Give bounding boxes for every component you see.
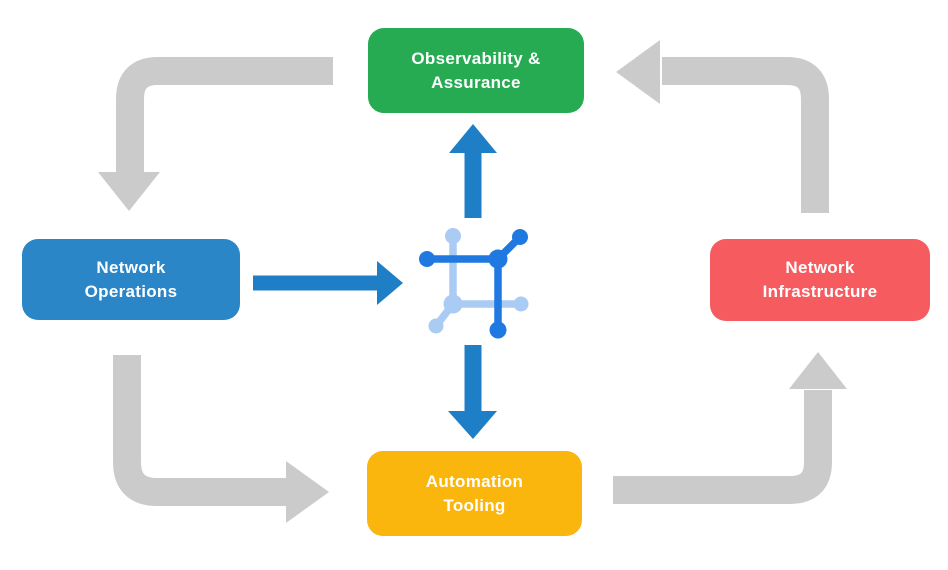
node-label-line2: Assurance <box>431 72 521 92</box>
arrow-shaft <box>113 355 288 506</box>
node-observability-assurance: Observability & Assurance <box>368 28 584 113</box>
node-network-infrastructure: Network Infrastructure <box>710 239 930 321</box>
icon-joint-bottom-left <box>443 294 463 314</box>
icon-dark-layer <box>419 229 528 339</box>
icon-node-top-right <box>512 229 528 245</box>
arrow-head-left <box>616 40 660 104</box>
icon-node-top <box>445 228 461 244</box>
arrow-infrastructure-to-observability <box>616 40 829 213</box>
node-label-line2: Infrastructure <box>762 282 878 301</box>
arrow-operations-to-center <box>253 261 403 305</box>
arrow-head-down <box>98 172 160 211</box>
arrow-shaft <box>116 57 333 176</box>
arrow-head-down <box>448 411 497 439</box>
network-automation-icon <box>419 228 529 339</box>
arrow-shaft <box>613 390 832 504</box>
node-automation-tooling: Automation Tooling <box>367 451 582 536</box>
arrow-operations-to-tooling <box>113 355 329 523</box>
icon-node-right <box>513 296 529 312</box>
arrow-tooling-to-infrastructure <box>613 352 847 504</box>
arrow-observability-to-operations <box>98 57 333 211</box>
arrow-center-to-tooling <box>448 345 497 439</box>
node-label-line1: Automation <box>425 471 524 491</box>
node-label-line1: Network <box>96 257 166 277</box>
icon-node-bottom <box>489 321 507 339</box>
arrow-head-up <box>789 352 847 389</box>
arrow-head-right <box>286 461 329 523</box>
icon-joint-top-right <box>488 249 508 269</box>
arrow-center-to-observability <box>449 124 497 218</box>
node-label-line2: Operations <box>84 281 178 301</box>
node-label-line2: Tooling <box>443 495 506 515</box>
arrow-head-right <box>377 261 403 305</box>
node-label-line1: Network <box>785 258 855 277</box>
node-label-line1: Observability & <box>411 48 541 68</box>
node-network-operations: Network Operations <box>22 239 240 320</box>
icon-node-bottom-left <box>428 318 444 334</box>
arrow-head-up <box>449 124 497 153</box>
icon-node-left <box>419 251 435 267</box>
arrow-shaft <box>662 57 829 213</box>
icon-light-layer <box>428 228 529 334</box>
